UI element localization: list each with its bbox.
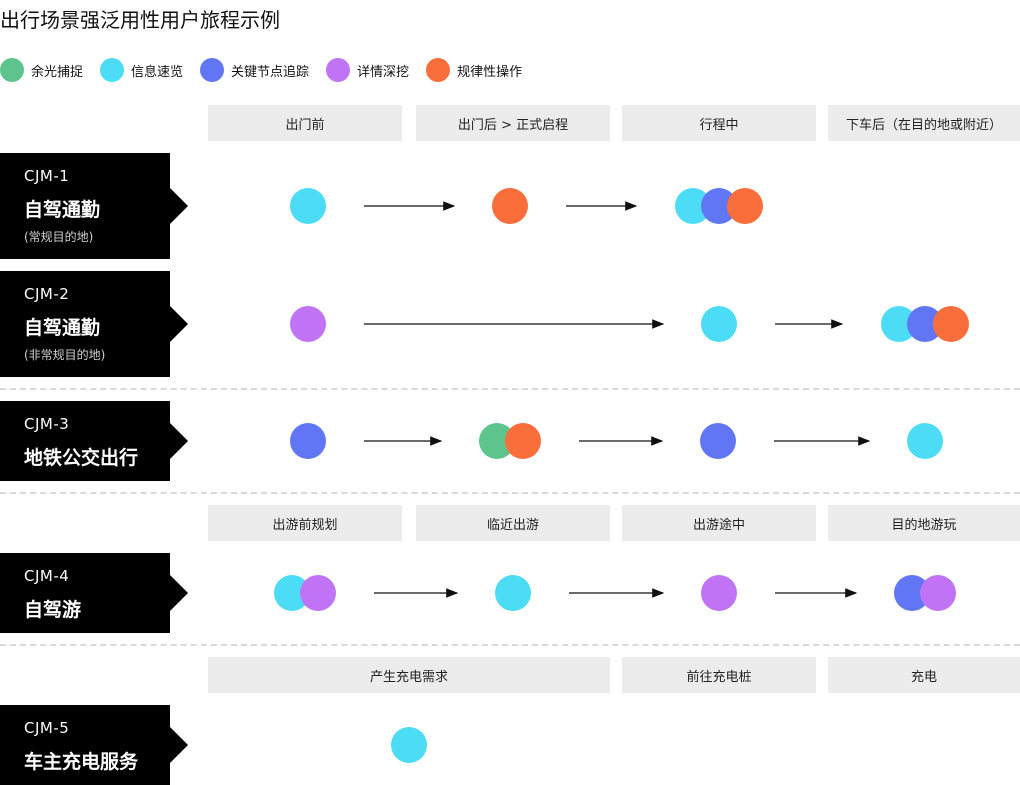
journey-label: CJM-3 地铁公交出行 [0,401,188,481]
journey-label: CJM-2 自驾通勤 (非常规目的地) [0,271,188,377]
pointer-arrow-icon [170,423,188,459]
legend-item: 详情深挖 [326,58,409,82]
journey-node [492,188,528,224]
journey-name: 自驾通勤 [24,317,101,339]
journey-node [727,188,763,224]
journey-node [920,575,956,611]
journey-node [290,306,326,342]
stage-header: 产生充电需求 [208,657,610,693]
pointer-arrow-icon [170,575,188,611]
pointer-arrow-icon [170,306,188,342]
journey-node [290,423,326,459]
journey-node [274,575,310,611]
journey-node [290,188,326,224]
legend-label: 规律性操作 [457,64,523,80]
legend-label: 余光捕捉 [31,64,84,80]
legend-item: 规律性操作 [426,58,522,82]
section-divider [0,388,1020,390]
legend-item: 信息速览 [100,58,183,82]
journey-code: CJM-4 [24,567,70,585]
journey-node [701,575,737,611]
journey-node [701,306,737,342]
journey-name: 车主充电服务 [24,751,139,773]
journey-subtitle: (常规目的地) [24,230,94,244]
legend-swatch [426,58,451,82]
journey-subtitle: (非常规目的地) [24,348,106,362]
stage-header: 临近出游 [416,505,610,541]
journey-label: CJM-4 自驾游 [0,553,188,633]
section-divider [0,492,1020,494]
section-divider [0,644,1020,646]
journey-code: CJM-2 [24,285,70,303]
journey-node [391,727,427,763]
stage-header: 出门后 > 正式启程 [416,105,610,141]
journey-code: CJM-3 [24,415,70,433]
journey-node [675,188,711,224]
legend-item: 关键节点追踪 [200,58,309,82]
pointer-arrow-icon [170,727,188,763]
stage-header: 行程中 [622,105,816,141]
legend-label: 详情深挖 [357,64,410,80]
journey-node [894,575,930,611]
journey-node [300,575,336,611]
journey-name: 自驾游 [24,599,82,621]
journey-node [701,188,737,224]
journey-code: CJM-1 [24,167,70,185]
legend-item: 余光捕捉 [0,58,83,82]
journey-name: 自驾通勤 [24,199,101,221]
journey-node [933,306,969,342]
journey-node [479,423,515,459]
stage-header: 目的地游玩 [828,505,1020,541]
legend-label: 信息速览 [131,64,184,80]
page-title: 出行场景强泛用性用户旅程示例 [0,8,280,32]
legend-swatch [326,58,351,82]
journey-node [907,306,943,342]
stage-header: 出游途中 [622,505,816,541]
journey-name: 地铁公交出行 [24,447,139,469]
stage-header: 出门前 [208,105,402,141]
journey-node [505,423,541,459]
legend-swatch [200,58,225,82]
pointer-arrow-icon [170,188,188,224]
journey-node [881,306,917,342]
journey-node [495,575,531,611]
journey-code: CJM-5 [24,719,70,737]
legend: 余光捕捉 信息速览 关键节点追踪 详情深挖 规律性操作 [0,57,539,83]
journey-label: CJM-5 车主充电服务 [0,705,188,785]
stage-header: 充电 [828,657,1020,693]
journey-node [700,423,736,459]
stage-header: 下车后（在目的地或附近） [828,105,1020,141]
legend-swatch [100,58,125,82]
journey-node [907,423,943,459]
legend-swatch [0,58,24,82]
legend-label: 关键节点追踪 [231,64,310,80]
journey-label: CJM-1 自驾通勤 (常规目的地) [0,153,188,259]
stage-header: 前往充电桩 [622,657,816,693]
stage-header: 出游前规划 [208,505,402,541]
